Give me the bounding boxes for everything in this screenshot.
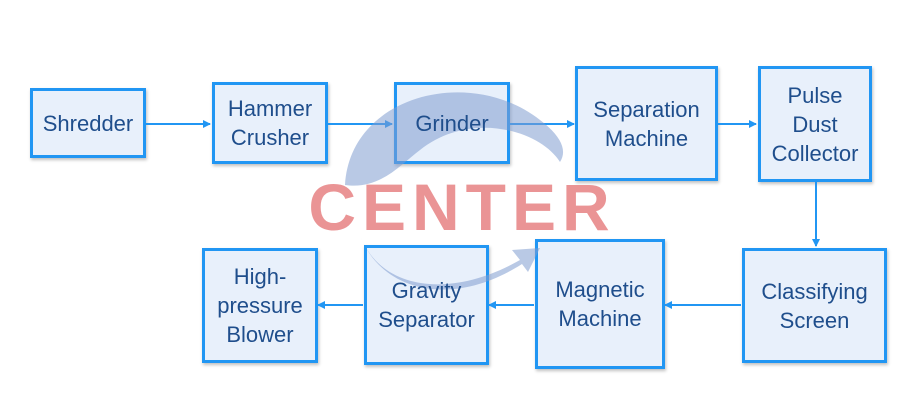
node-classifying-screen: Classifying Screen (742, 248, 887, 363)
node-label: Separation Machine (593, 96, 700, 151)
node-label: High- pressure Blower (217, 264, 303, 347)
node-magnetic-machine: Magnetic Machine (535, 239, 665, 369)
node-label: Classifying Screen (761, 278, 868, 333)
node-label: Pulse Dust Collector (771, 82, 859, 166)
node-high-pressure-blower: High- pressure Blower (202, 248, 318, 363)
node-hammer-crusher: Hammer Crusher (212, 82, 328, 164)
node-label: Gravity Separator (378, 278, 475, 332)
node-label: Hammer Crusher (227, 96, 313, 150)
node-label: Shredder (42, 110, 134, 136)
node-label: Magnetic Machine (555, 277, 645, 331)
node-pulse-dust-collector: Pulse Dust Collector (758, 66, 872, 182)
node-label: Grinder (415, 110, 489, 136)
node-separation-machine: Separation Machine (575, 66, 718, 181)
node-shredder: Shredder (30, 88, 146, 158)
